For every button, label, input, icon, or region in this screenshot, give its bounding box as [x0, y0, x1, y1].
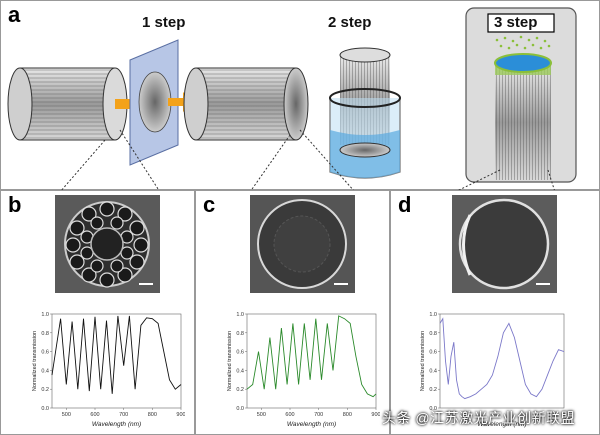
- panel-label-b: b: [8, 192, 22, 217]
- y-tick-label: 0.6: [41, 350, 49, 356]
- watermark-text: 头条 @江苏激光产业创新联盟: [382, 410, 576, 426]
- x-axis-title: Wavelength (nm): [477, 421, 526, 428]
- x-tick-label: 500: [62, 412, 71, 418]
- chart-b: 0.0 0.2 0.4 0.6 0.8 1.0 500 600 700 800 900Wavelen…: [32, 312, 185, 428]
- schematic-svg: [7, 7, 577, 190]
- x-tick-label: 800: [343, 412, 352, 418]
- panel-label-a: a: [8, 2, 21, 27]
- y-tick-label: 0.8: [429, 331, 437, 337]
- series-line: [51, 315, 182, 394]
- sem-image-d: [452, 195, 557, 293]
- x-tick-label: 700: [119, 412, 128, 418]
- sem-image-b: [55, 195, 160, 293]
- fiber-tube-1: [7, 67, 128, 141]
- chart-c: 0.0 0.2 0.4 0.6 0.8 1.0 500 600 700 800 900Wavelen…: [227, 312, 380, 428]
- y-tick-label: 0.4: [41, 368, 49, 374]
- x-tick-label: 600: [90, 412, 99, 418]
- panel-label-d: d: [398, 192, 412, 217]
- step3-box: [465, 7, 577, 183]
- y-tick-label: 1.0: [236, 312, 244, 318]
- y-axis-title: Normalized transmission: [227, 331, 233, 391]
- connector-lines: [61, 129, 555, 190]
- filter-membrane: [129, 39, 179, 166]
- x-tick-label: 800: [148, 412, 157, 418]
- x-tick-label: 700: [314, 412, 323, 418]
- x-tick-label: 600: [285, 412, 294, 418]
- step-1-label: 1 step: [142, 14, 186, 31]
- fiber-tube-2: [183, 67, 309, 141]
- y-tick-label: 0.6: [236, 350, 244, 356]
- y-tick-label: 0.6: [429, 350, 437, 356]
- plot-frame: [439, 313, 565, 409]
- x-axis-title: Wavelength (nm): [92, 421, 141, 428]
- x-tick-label: 900: [176, 412, 185, 418]
- y-tick-label: 0.8: [236, 331, 244, 337]
- step-2-label: 2 step: [328, 14, 372, 31]
- step-3-label: 3 step: [494, 14, 538, 31]
- x-axis-title: Wavelength (nm): [287, 421, 336, 428]
- y-tick-label: 0.4: [429, 368, 437, 374]
- sem-image-c: [250, 195, 355, 293]
- x-tick-label: 500: [257, 412, 266, 418]
- plot-frame: [51, 313, 182, 409]
- panel-label-c: c: [203, 192, 216, 217]
- series-line: [246, 315, 377, 398]
- beaker: [329, 47, 401, 179]
- y-tick-label: 0.8: [41, 331, 49, 337]
- y-tick-label: 0.0: [41, 406, 49, 412]
- y-tick-label: 0.4: [236, 368, 244, 374]
- y-tick-label: 0.2: [429, 387, 437, 393]
- y-tick-label: 0.0: [429, 406, 437, 412]
- y-axis-title: Normalized transmission: [420, 331, 426, 391]
- y-tick-label: 0.2: [41, 387, 49, 393]
- plot-frame: [246, 313, 377, 409]
- y-tick-label: 0.2: [236, 387, 244, 393]
- x-tick-label: 900: [371, 412, 380, 418]
- y-tick-label: 1.0: [429, 312, 437, 318]
- series-line: [439, 317, 565, 400]
- y-axis-title: Normalized transmission: [32, 331, 38, 391]
- y-tick-label: 0.0: [236, 406, 244, 412]
- y-tick-label: 1.0: [41, 312, 49, 318]
